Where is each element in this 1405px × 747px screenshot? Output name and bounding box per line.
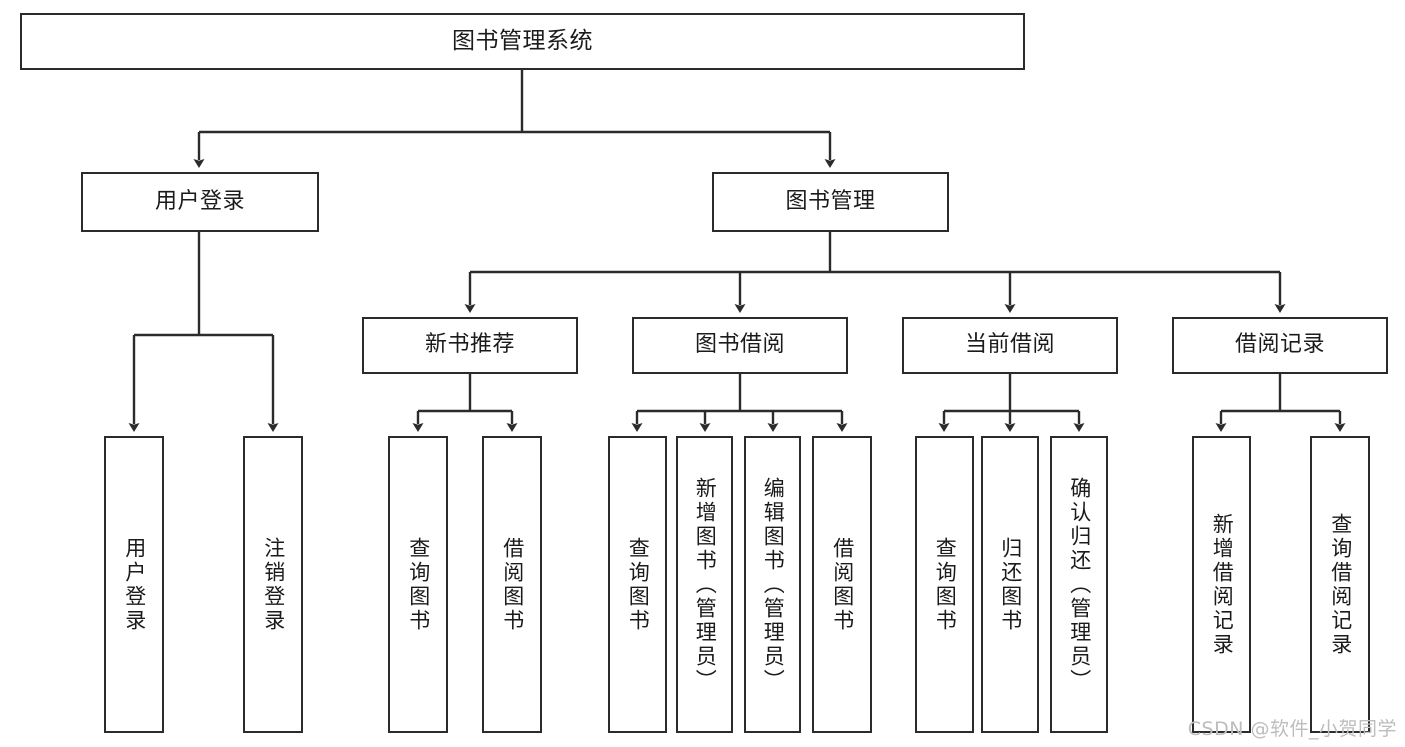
node-current-borrow[interactable]: 当前借阅	[902, 317, 1118, 374]
node-label: 当前借阅	[964, 332, 1055, 358]
node-leaf-confirm-return-admin[interactable]: 确认归还（管理员）	[1050, 436, 1108, 733]
node-book-borrow[interactable]: 图书借阅	[632, 317, 848, 374]
node-leaf-query-book-recommend[interactable]: 查询图书	[388, 436, 448, 733]
connector-newbook-to-leaves	[412, 374, 518, 432]
node-label: 图书管理系统	[452, 27, 593, 54]
node-leaf-query-borrow-record[interactable]: 查询借阅记录	[1310, 436, 1370, 733]
node-user-login[interactable]: 用户登录	[81, 172, 319, 232]
node-new-book-recommend[interactable]: 新书推荐	[362, 317, 578, 374]
node-label: 借阅记录	[1234, 332, 1325, 358]
node-label: 用户登录	[154, 188, 245, 214]
node-label: 归还图书	[998, 536, 1023, 633]
connector-currentborrow-to-leaves	[938, 374, 1085, 432]
connector-bookmanage-to-level3	[464, 232, 1286, 313]
node-label: 查询图书	[933, 536, 958, 633]
node-label: 用户登录	[122, 536, 147, 633]
node-label: 注销登录	[261, 536, 286, 633]
node-leaf-add-borrow-record[interactable]: 新增借阅记录	[1192, 436, 1251, 733]
watermark-text: CSDN @软件_小贺同学	[1187, 718, 1397, 740]
node-borrow-record[interactable]: 借阅记录	[1172, 317, 1388, 374]
connector-borrowrecord-to-leaves	[1215, 374, 1346, 432]
node-label: 新书推荐	[424, 332, 515, 358]
node-label: 查询图书	[406, 536, 431, 633]
node-label: 查询借阅记录	[1328, 512, 1353, 657]
node-label: 新增图书（管理员）	[693, 476, 718, 693]
node-leaf-borrow-book[interactable]: 借阅图书	[812, 436, 872, 733]
connector-root-to-level2	[193, 70, 836, 168]
node-leaf-add-book-admin[interactable]: 新增图书（管理员）	[676, 436, 733, 733]
node-root-book-management-system[interactable]: 图书管理系统	[20, 13, 1025, 70]
node-leaf-edit-book-admin[interactable]: 编辑图书（管理员）	[744, 436, 801, 733]
node-leaf-return-book[interactable]: 归还图书	[981, 436, 1039, 733]
node-label: 确认归还（管理员）	[1067, 476, 1092, 693]
node-leaf-logout[interactable]: 注销登录	[243, 436, 303, 733]
node-label: 借阅图书	[500, 536, 525, 633]
node-label: 查询图书	[626, 536, 651, 633]
node-leaf-user-login[interactable]: 用户登录	[104, 436, 164, 733]
node-label: 新增借阅记录	[1210, 512, 1235, 657]
node-label: 图书管理	[785, 188, 876, 214]
node-label: 图书借阅	[694, 332, 785, 358]
node-leaf-query-book-current[interactable]: 查询图书	[915, 436, 974, 733]
node-book-management[interactable]: 图书管理	[712, 172, 949, 232]
connector-userlogin-to-leaves	[128, 232, 279, 432]
node-leaf-query-book-borrow[interactable]: 查询图书	[608, 436, 667, 733]
node-label: 借阅图书	[830, 536, 855, 633]
node-label: 编辑图书（管理员）	[761, 476, 786, 693]
connector-bookborrow-to-leaves	[631, 374, 848, 432]
node-leaf-borrow-book-recommend[interactable]: 借阅图书	[482, 436, 542, 733]
